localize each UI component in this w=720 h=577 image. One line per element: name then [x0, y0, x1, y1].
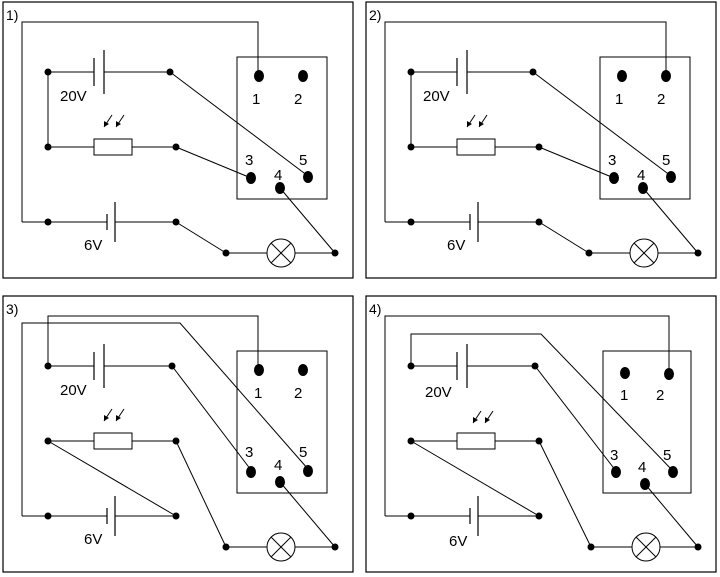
- battery-6v-label: 6V: [447, 237, 465, 254]
- panel-border: [2, 295, 354, 573]
- lamp-icon: [629, 238, 659, 268]
- wires: [21, 315, 336, 548]
- relay-pin-1-label: 1: [615, 91, 623, 108]
- battery-6v-icon: [106, 202, 116, 242]
- battery-20v-label: 20V: [60, 382, 87, 399]
- battery-6v-icon: [106, 496, 116, 536]
- panel-label: 4): [369, 301, 381, 317]
- relay-box: [599, 56, 691, 200]
- relay-pin-5-label: 5: [663, 447, 671, 464]
- lamp-icon: [266, 238, 296, 268]
- photoresistor-icon: [93, 114, 133, 156]
- battery-20v-label: 20V: [423, 88, 450, 105]
- relay-pin-4-label: 4: [274, 457, 282, 474]
- battery-6v-label: 6V: [84, 237, 102, 254]
- photoresistor-icon: [456, 114, 496, 156]
- panel-border: [365, 1, 717, 279]
- relay-pin-1-label: 1: [620, 387, 628, 404]
- relay-contacts: [246, 364, 313, 488]
- circuit-panel-2: 2) 20V 6V: [363, 0, 720, 290]
- panel-border: [2, 1, 354, 279]
- battery-6v-icon: [469, 496, 479, 536]
- relay-box: [602, 350, 692, 494]
- wire-junctions: [44, 362, 339, 551]
- relay-pin-3-label: 3: [245, 152, 253, 169]
- battery-6v-label: 6V: [449, 533, 467, 550]
- relay-box: [236, 56, 328, 200]
- relay-pin-2-label: 2: [657, 91, 665, 108]
- relay-pin-4-label: 4: [638, 459, 646, 476]
- battery-20v-label: 20V: [425, 384, 452, 401]
- lamp-icon: [266, 532, 296, 562]
- lamp-icon: [631, 532, 661, 562]
- panel-border: [365, 295, 717, 573]
- battery-20v-label: 20V: [60, 88, 87, 105]
- relay-pin-2-label: 2: [294, 91, 302, 108]
- wires: [384, 315, 699, 548]
- relay-box: [236, 350, 328, 494]
- relay-pin-2-label: 2: [656, 387, 664, 404]
- battery-6v-icon: [469, 202, 479, 242]
- relay-pin-1-label: 1: [254, 385, 262, 402]
- wire-junctions: [407, 362, 702, 551]
- battery-6v-label: 6V: [84, 531, 102, 548]
- photoresistor-icon: [456, 410, 496, 450]
- circuit-panel-3: 3) 20V 6V: [0, 294, 360, 577]
- panel-label: 2): [369, 7, 381, 23]
- relay-pin-5-label: 5: [662, 152, 670, 169]
- relay-pin-1-label: 1: [252, 91, 260, 108]
- wires: [384, 21, 699, 254]
- photoresistor-icon: [93, 408, 133, 450]
- relay-contacts: [246, 70, 313, 194]
- relay-pin-2-label: 2: [294, 385, 302, 402]
- wires: [21, 21, 336, 254]
- relay-pin-5-label: 5: [299, 152, 307, 169]
- battery-20v-icon: [93, 344, 105, 388]
- battery-20v-icon: [456, 344, 468, 388]
- relay-pin-3-label: 3: [610, 447, 618, 464]
- circuit-panel-1: 1) 20V 6V: [0, 0, 360, 290]
- relay-pin-3-label: 3: [245, 444, 253, 461]
- wire-junctions: [44, 68, 339, 257]
- relay-pin-3-label: 3: [608, 152, 616, 169]
- panel-label: 1): [6, 7, 18, 23]
- relay-contacts: [609, 70, 676, 194]
- relay-pin-4-label: 4: [637, 167, 645, 184]
- panel-label: 3): [6, 301, 18, 317]
- battery-20v-icon: [456, 50, 468, 94]
- relay-contacts: [611, 367, 678, 490]
- relay-pin-5-label: 5: [299, 444, 307, 461]
- circuit-panel-4: 4) 20V 6V: [363, 294, 720, 577]
- wire-junctions: [407, 68, 702, 257]
- relay-pin-4-label: 4: [274, 167, 282, 184]
- battery-20v-icon: [93, 50, 105, 94]
